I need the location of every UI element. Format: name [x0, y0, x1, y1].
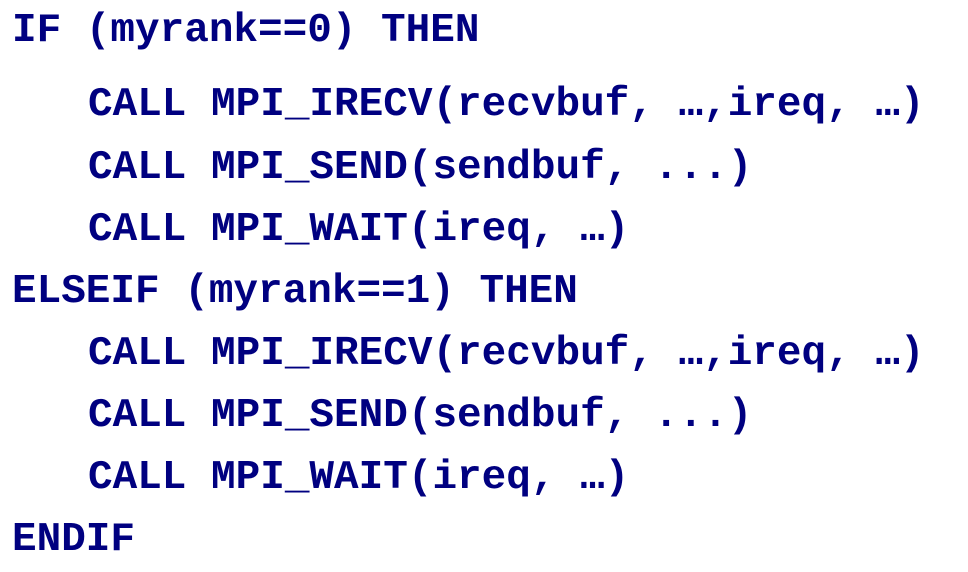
code-line-if: IF (myrank==0) THEN	[12, 8, 480, 54]
code-line-send-rank0: CALL MPI_SEND(sendbuf, ...)	[88, 145, 753, 191]
code-line-wait-rank1: CALL MPI_WAIT(ireq, …)	[88, 455, 630, 501]
code-line-send-rank1: CALL MPI_SEND(sendbuf, ...)	[88, 393, 753, 439]
code-line-irecv-rank0: CALL MPI_IRECV(recvbuf, …,ireq, …)	[88, 82, 925, 128]
code-line-irecv-rank1: CALL MPI_IRECV(recvbuf, …,ireq, …)	[88, 331, 925, 377]
code-line-wait-rank0: CALL MPI_WAIT(ireq, …)	[88, 207, 630, 253]
code-listing: IF (myrank==0) THEN CALL MPI_IRECV(recvb…	[12, 0, 962, 563]
code-line-elseif: ELSEIF (myrank==1) THEN	[12, 269, 578, 315]
code-line-endif: ENDIF	[12, 517, 136, 563]
